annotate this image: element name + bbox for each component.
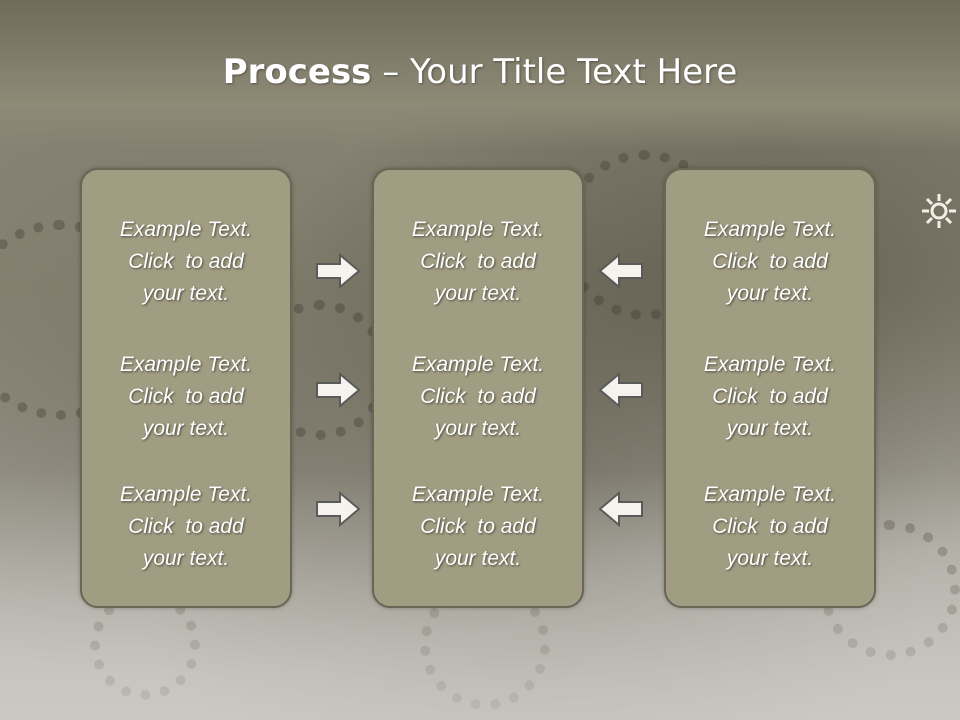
left-arrow-icon[interactable] [597,489,645,529]
process-panel-right[interactable]: Example Text. Click to add your text. Ex… [664,168,876,608]
panel-text-block[interactable]: Example Text. Click to add your text. [374,349,582,445]
right-arrow-icon[interactable] [314,251,362,291]
title-bold: Process [222,52,372,92]
process-panel-left[interactable]: Example Text. Click to add your text. Ex… [80,168,292,608]
title-band [0,0,960,150]
text-line: Click to add [420,515,536,538]
gear-icon [922,194,956,228]
text-line: Example Text. [703,483,837,506]
text-line: Click to add [128,385,244,408]
panel-text-block[interactable]: Example Text. Click to add your text. [666,479,874,575]
text-line: your text. [142,282,230,305]
text-line: Click to add [712,385,828,408]
slide-title[interactable]: Process – Your Title Text Here [0,52,960,92]
text-line: your text. [142,547,230,570]
right-arrow-icon[interactable] [314,489,362,529]
text-line: Example Text. [411,483,545,506]
panel-text-block[interactable]: Example Text. Click to add your text. [374,479,582,575]
text-line: Click to add [420,385,536,408]
text-line: Example Text. [119,353,253,376]
text-line: Click to add [128,515,244,538]
text-line: your text. [434,547,522,570]
text-line: Example Text. [703,353,837,376]
panel-text-block[interactable]: Example Text. Click to add your text. [82,214,290,310]
text-line: Example Text. [411,353,545,376]
process-panel-center[interactable]: Example Text. Click to add your text. Ex… [372,168,584,608]
text-line: Example Text. [119,483,253,506]
text-line: Click to add [712,250,828,273]
text-line: your text. [726,282,814,305]
panel-text-block[interactable]: Example Text. Click to add your text. [82,349,290,445]
text-line: your text. [726,417,814,440]
left-arrow-icon[interactable] [597,370,645,410]
panel-text-block[interactable]: Example Text. Click to add your text. [374,214,582,310]
text-line: your text. [142,417,230,440]
text-line: Click to add [712,515,828,538]
text-line: Example Text. [411,218,545,241]
text-line: Click to add [420,250,536,273]
left-arrow-icon[interactable] [597,251,645,291]
text-line: Example Text. [119,218,253,241]
text-line: Click to add [128,250,244,273]
panel-text-block[interactable]: Example Text. Click to add your text. [82,479,290,575]
text-line: your text. [434,417,522,440]
text-line: your text. [726,547,814,570]
right-arrow-icon[interactable] [314,370,362,410]
text-line: Example Text. [703,218,837,241]
title-rest: – Your Title Text Here [371,52,738,92]
text-line: your text. [434,282,522,305]
panel-text-block[interactable]: Example Text. Click to add your text. [666,214,874,310]
panel-text-block[interactable]: Example Text. Click to add your text. [666,349,874,445]
